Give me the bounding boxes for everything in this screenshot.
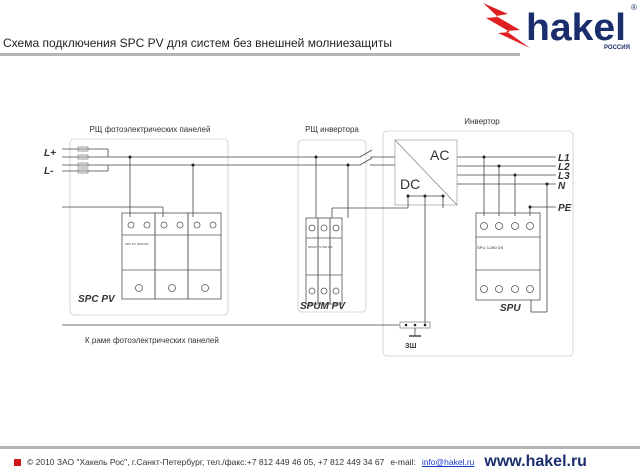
svg-text:SPC PV 1000 DS: SPC PV 1000 DS	[125, 242, 149, 246]
svg-text:DC: DC	[400, 176, 420, 192]
bullet-icon	[14, 458, 21, 466]
svg-text:SPU: SPU	[500, 303, 521, 314]
svg-text:PE: PE	[558, 203, 572, 214]
svg-text:hakel: hakel	[526, 7, 626, 49]
ac-wiring	[457, 156, 556, 313]
pv-panel-box	[69, 138, 229, 316]
copyright: © 2010 ЗАО "Хакель Рос", г.Санкт-Петербу…	[27, 457, 385, 467]
website-link[interactable]: www.hakel.ru	[484, 453, 587, 467]
wiring-diagram: РЩ фотоэлектрических панелей РЩ инвертор…	[44, 117, 574, 357]
hakel-logo: hakel РОССИЯ ®	[483, 3, 637, 51]
footer-divider	[0, 446, 640, 449]
svg-text:Инвертор: Инвертор	[464, 117, 500, 126]
spu-module	[475, 212, 541, 301]
svg-text:AC: AC	[430, 147, 449, 163]
email-label: e-mail:	[390, 457, 416, 467]
svg-text:ЗШ: ЗШ	[405, 343, 416, 350]
svg-text:L3: L3	[558, 171, 570, 182]
svg-text:SPC PV: SPC PV	[78, 294, 116, 305]
svg-text:L+: L+	[44, 148, 56, 159]
svg-text:®: ®	[631, 3, 637, 12]
svg-text:L1: L1	[558, 153, 570, 164]
email-link[interactable]: info@hakel.ru	[421, 457, 475, 467]
inverter-box	[382, 130, 574, 357]
inverter-unit	[394, 139, 458, 206]
svg-text:L-: L-	[44, 166, 54, 177]
dc-wiring	[62, 146, 444, 337]
header-divider	[0, 53, 520, 56]
svg-text:SPU 3-280 DS: SPU 3-280 DS	[477, 245, 504, 250]
svg-text:К раме фотоэлектрических панел: К раме фотоэлектрических панелей	[85, 336, 219, 345]
svg-text:РЩ фотоэлектрических панелей: РЩ фотоэлектрических панелей	[90, 125, 211, 134]
svg-text:РОССИЯ: РОССИЯ	[604, 45, 630, 51]
svg-text:N: N	[558, 181, 566, 192]
spum-pv-module	[305, 217, 343, 305]
lightning-icon	[483, 3, 530, 48]
spc-pv-module	[121, 212, 222, 300]
page-title: Схема подключения SPC PV для систем без …	[3, 36, 392, 50]
inverter-panel-box	[297, 139, 367, 313]
footer: © 2010 ЗАО "Хакель Рос", г.Санкт-Петербу…	[14, 453, 587, 467]
svg-text:SPUM PV: SPUM PV	[300, 301, 346, 312]
svg-text:L2: L2	[558, 162, 570, 173]
svg-text:SPUM PV 500 DS: SPUM PV 500 DS	[308, 245, 332, 249]
svg-text:РЩ инвертора: РЩ инвертора	[305, 125, 359, 134]
